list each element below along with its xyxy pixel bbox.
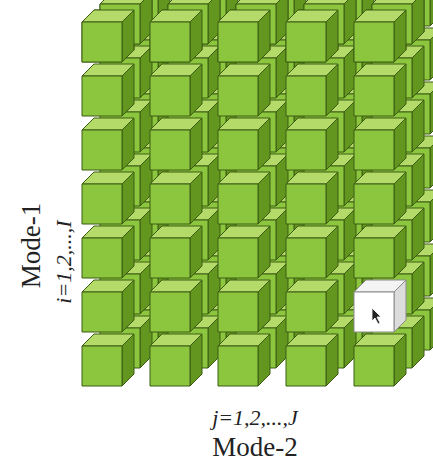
cube-side: [122, 226, 134, 278]
cube-front: [150, 76, 190, 116]
cube-front: [82, 22, 122, 62]
cube-side: [412, 208, 424, 260]
index-label: i=1,2,...,I: [53, 220, 75, 303]
cube-side: [122, 10, 134, 62]
cube-side: [326, 64, 338, 116]
cube-front: [218, 22, 258, 62]
cube-front: [354, 238, 394, 278]
cube-front: [354, 22, 394, 62]
cube-side: [326, 280, 338, 332]
cube-front: [82, 292, 122, 332]
cube-side: [122, 172, 134, 224]
cube-front: [82, 346, 122, 386]
cube-front: [286, 130, 326, 170]
cube-side: [190, 64, 202, 116]
cube-front: [82, 22, 122, 62]
cube-side: [190, 226, 202, 278]
cube-front: [286, 184, 326, 224]
cube-front: [354, 22, 394, 62]
cube-side: [258, 226, 270, 278]
cube-front: [82, 184, 122, 224]
cube-side: [412, 0, 424, 44]
cube-side: [326, 10, 338, 62]
cube-side: [394, 10, 406, 62]
cube-front: [218, 346, 258, 386]
cube-front: [218, 130, 258, 170]
cube-side: [412, 262, 424, 314]
cube-front: [286, 238, 326, 278]
cube-front: [286, 292, 326, 332]
cube-side: [258, 280, 270, 332]
cube-side: [394, 226, 406, 278]
index-label: j=1,2,...,J: [212, 407, 298, 429]
cube-side: [412, 100, 424, 152]
cube-side: [190, 172, 202, 224]
cube-side: [394, 118, 406, 170]
cube-side: [258, 172, 270, 224]
cube-side: [394, 334, 406, 386]
cube-front: [218, 292, 258, 332]
cube-side: [258, 118, 270, 170]
cube-side: [412, 154, 424, 206]
cube-front: [150, 292, 190, 332]
cube-side: [190, 118, 202, 170]
cube-side: [394, 64, 406, 116]
cube-side: [258, 10, 270, 62]
cube-front: [150, 184, 190, 224]
cube-side: [412, 0, 424, 44]
cube-front: [354, 346, 394, 386]
cube-front: [150, 22, 190, 62]
cube-front: [82, 130, 122, 170]
cube-side: [394, 172, 406, 224]
cube-side: [326, 172, 338, 224]
cube-front: [82, 238, 122, 278]
cube-front: [150, 22, 190, 62]
cube-front: [354, 184, 394, 224]
mode-label: Mode-1: [19, 202, 46, 287]
cube-front: [286, 22, 326, 62]
cube-side: [122, 280, 134, 332]
cube-side: [326, 118, 338, 170]
cube-front: [286, 76, 326, 116]
cube-side: [412, 46, 424, 98]
cube-side: [122, 334, 134, 386]
cube-side: [412, 316, 424, 368]
cube-front: [354, 76, 394, 116]
cube-side: [122, 64, 134, 116]
cube-side: [122, 118, 134, 170]
cube-side: [394, 280, 406, 332]
cube-front: [150, 346, 190, 386]
cube-front: [150, 130, 190, 170]
cube-front: [150, 238, 190, 278]
cube-front: [218, 76, 258, 116]
cube-side: [258, 334, 270, 386]
cube-side: [326, 226, 338, 278]
cursor-arrow: [372, 308, 381, 324]
cube-front: [218, 184, 258, 224]
cube-side: [190, 334, 202, 386]
cube-side: [326, 334, 338, 386]
cube-front: [354, 130, 394, 170]
cube-side: [190, 10, 202, 62]
cube-front: [354, 292, 394, 332]
cube-front: [218, 238, 258, 278]
cube-side: [258, 64, 270, 116]
cube-side: [190, 280, 202, 332]
cube-front: [286, 346, 326, 386]
cube-front: [218, 22, 258, 62]
cube-front: [82, 76, 122, 116]
mode-label: Mode-2: [212, 434, 297, 461]
cube-front: [286, 22, 326, 62]
